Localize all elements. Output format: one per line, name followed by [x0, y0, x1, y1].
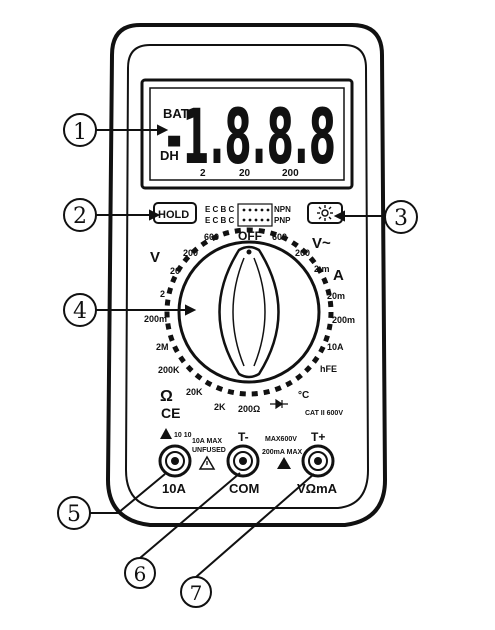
range-v-2: 2: [160, 289, 165, 299]
range-v-200: 200: [183, 248, 198, 258]
warning-icon-left: [160, 428, 172, 439]
warning-icon-mid: [198, 455, 216, 470]
hfe-socket[interactable]: [237, 203, 273, 227]
socket-label-bottom: E C B C: [205, 216, 235, 225]
lcd-digits: -1.8.8.8: [166, 92, 336, 181]
lcd-screen: [149, 87, 345, 181]
socket-holes: [242, 208, 270, 222]
range-v-20: 20: [170, 266, 180, 276]
diode-icon: [270, 398, 288, 410]
jack-10a[interactable]: [158, 444, 192, 478]
vdc-label: V: [150, 249, 160, 266]
socket-label-top: E C B C: [205, 205, 235, 214]
npn-label: NPN: [274, 205, 291, 214]
knob-grip-inner: [232, 257, 266, 367]
range-200k: 200K: [158, 365, 180, 375]
lcd-sub-200: 200: [282, 168, 299, 179]
off-label: OFF: [238, 229, 262, 243]
warn-10-10: 10 10: [174, 432, 192, 439]
pnp-label: PNP: [274, 216, 291, 225]
range-2m-ohm: 2M: [156, 342, 169, 352]
jack-vohm-ma[interactable]: [301, 444, 335, 478]
svg-text:4: 4: [73, 299, 87, 324]
ce-mark: CE: [161, 405, 180, 421]
knob-grip: [218, 245, 280, 379]
meter-body-inner: [124, 44, 370, 509]
label-com: COM: [229, 481, 259, 496]
range-20k: 20K: [186, 387, 203, 397]
sun-icon: [317, 205, 333, 221]
max600v-note: MAX600V: [265, 436, 297, 443]
range-2ma: 2 m: [314, 264, 330, 274]
callout-6: 6: [124, 557, 156, 589]
range-200-ohm: 200Ω: [238, 404, 260, 414]
celsius-label: °C: [298, 390, 309, 401]
callout-4: 4: [63, 293, 97, 327]
ohm-symbol: Ω: [160, 388, 173, 405]
hold-label: HOLD: [158, 209, 189, 221]
svg-text:2: 2: [73, 204, 87, 229]
callout-lines: [90, 124, 384, 578]
lcd-sub-20: 20: [239, 168, 251, 179]
max200ma-note: 200mA MAX: [262, 449, 303, 456]
callout-7: 7: [180, 576, 212, 608]
jack-com[interactable]: [226, 444, 260, 478]
callout-3: 3: [384, 200, 418, 234]
dial-tick-ring: [164, 227, 334, 397]
warning-icon-right: [277, 457, 291, 469]
range-10a: 10A: [327, 342, 344, 352]
svg-text:7: 7: [190, 581, 203, 605]
bat-indicator: BAT: [163, 106, 189, 121]
dh-indicator: DH: [160, 148, 179, 163]
label-vohm-ma: VΩmA: [297, 481, 338, 496]
svg-text:5: 5: [67, 502, 81, 527]
callout-2: 2: [63, 198, 97, 232]
callout-1: 1: [63, 113, 97, 147]
unfused-note-1: 10A MAX: [192, 438, 222, 445]
warn-600-left: 600: [204, 232, 219, 242]
callout-5: 5: [57, 496, 91, 530]
adc-label: A: [333, 267, 344, 284]
vac-label: V~: [312, 235, 331, 252]
range-hfe: hFE: [320, 364, 337, 374]
range-v-200m: 200m: [144, 314, 167, 324]
knob-pointer: [246, 249, 252, 255]
range-200ma: 200m: [332, 315, 355, 325]
warn-600-right: 600: [272, 232, 287, 242]
cat-rating: CAT II 600V: [305, 410, 343, 417]
unfused-note-2: UNFUSED: [192, 447, 226, 454]
svg-text:6: 6: [134, 562, 147, 586]
t-plus-label: T+: [311, 430, 325, 444]
lcd-sub-2: 2: [200, 168, 206, 179]
range-20ma: 20m: [327, 291, 345, 301]
svg-text:3: 3: [394, 206, 408, 231]
t-minus-label: T-: [238, 430, 249, 444]
label-10a: 10A: [162, 481, 186, 496]
range-2k: 2K: [214, 402, 226, 412]
svg-text:1: 1: [73, 120, 87, 145]
